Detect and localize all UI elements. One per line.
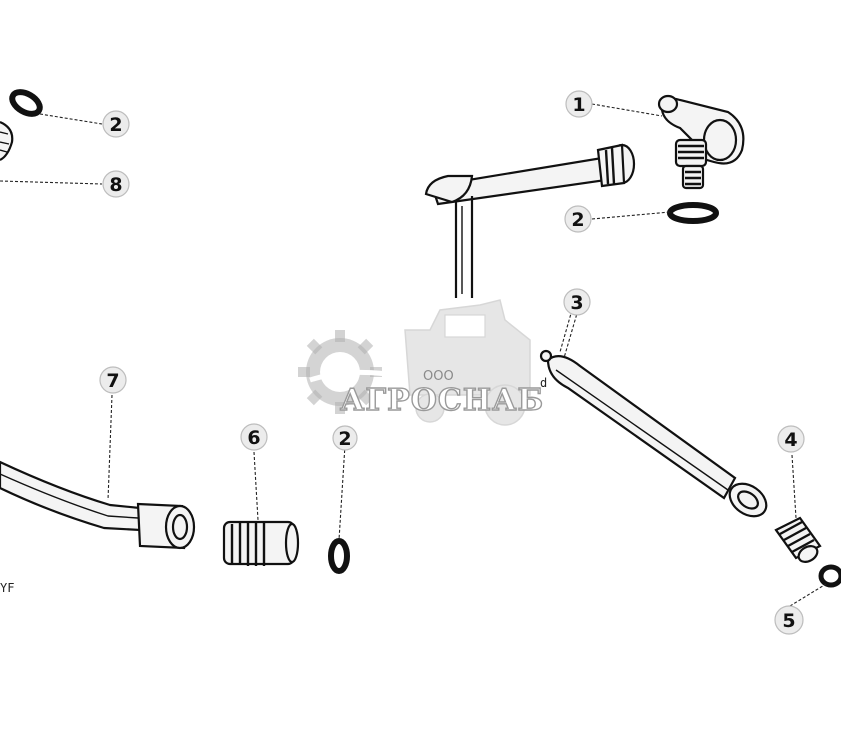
callout-3: 3: [563, 288, 591, 316]
cropped-corner-text: YF: [0, 581, 14, 595]
callout-2-top-left: 2: [102, 110, 130, 138]
watermark-harvester-icon: [404, 299, 531, 426]
o-ring-lower: [328, 538, 350, 574]
svg-text:7: 7: [106, 370, 119, 392]
o-ring-top-left: [9, 89, 43, 117]
svg-text:8: 8: [109, 174, 122, 196]
svg-text:2: 2: [571, 209, 584, 231]
callout-1: 1: [565, 90, 593, 118]
tube-assembly-3: d: [539, 349, 768, 518]
watermark-logo: ООО АГРОСНАБ: [298, 299, 544, 426]
svg-text:5: 5: [782, 610, 795, 632]
leader-lines: [0, 103, 827, 607]
callout-8: 8: [102, 170, 130, 198]
callout-4: 4: [777, 425, 805, 453]
banjo-fitting: [657, 94, 745, 190]
sealing-washer-upper: [667, 202, 719, 224]
svg-text:4: 4: [784, 429, 797, 451]
connector-4: [774, 516, 822, 563]
tube-assembly-7: [0, 460, 196, 550]
svg-text:2: 2: [109, 114, 122, 136]
svg-text:6: 6: [247, 427, 260, 449]
callout-7: 7: [99, 366, 127, 394]
callout-6: 6: [240, 423, 268, 451]
watermark-brand: АГРОСНАБ: [340, 383, 544, 418]
watermark-prefix: ООО: [423, 369, 454, 384]
fitting-top-left: [0, 120, 14, 161]
svg-text:1: 1: [572, 94, 585, 116]
upper-tube-assembly: [424, 143, 636, 298]
o-ring-5: [818, 564, 841, 588]
watermark-gear-icon: [298, 330, 401, 414]
svg-text:3: 3: [570, 292, 583, 314]
svg-text:2: 2: [338, 428, 351, 450]
tube-mark-letter: d: [540, 376, 547, 390]
callout-2-lower: 2: [332, 425, 358, 451]
callout-2-upper-right: 2: [564, 205, 592, 233]
callout-5: 5: [774, 605, 804, 635]
adapter-6: [222, 520, 300, 566]
